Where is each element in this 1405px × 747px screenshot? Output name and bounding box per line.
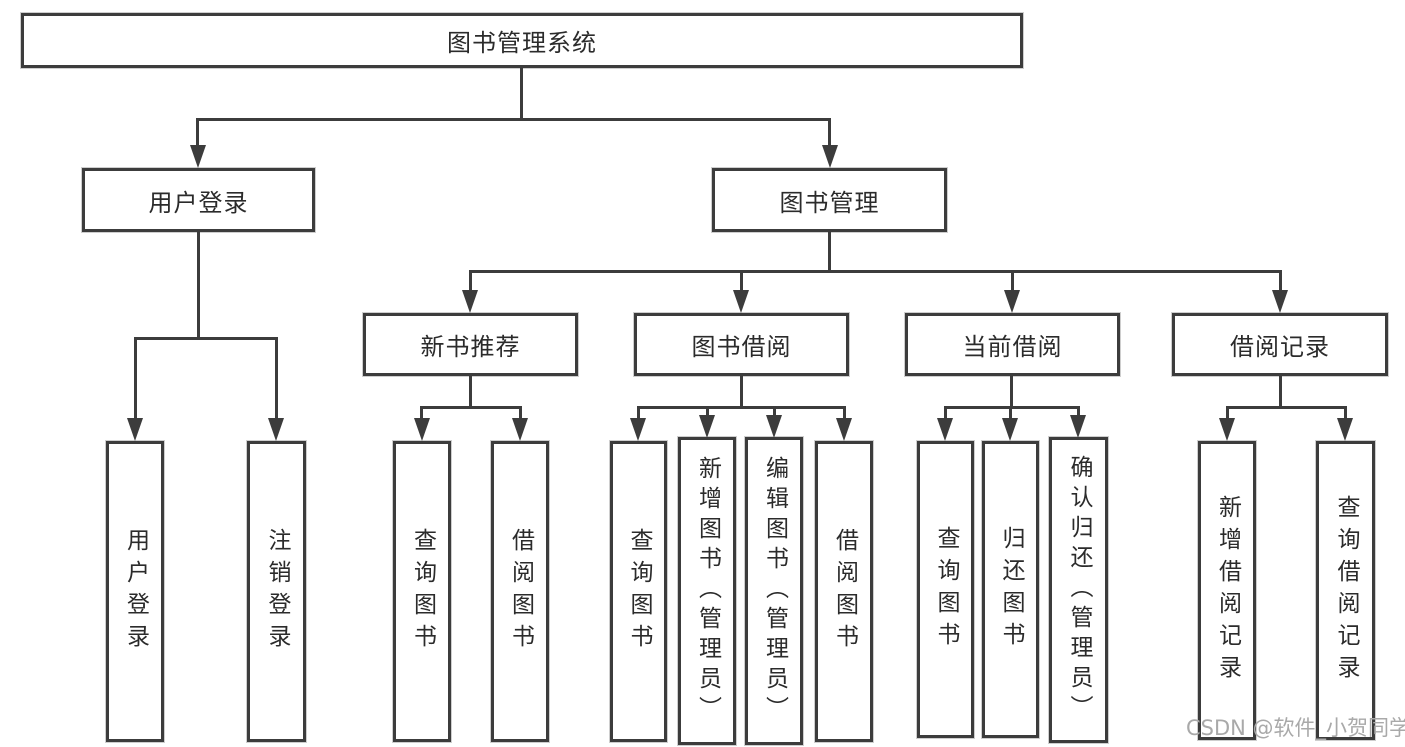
node-borrow-records: 借阅记录	[1172, 313, 1388, 376]
connector-v	[469, 376, 472, 406]
connector-v	[519, 406, 522, 418]
connector-h	[944, 406, 1080, 409]
connector-h	[134, 337, 278, 340]
arrow-down-icon	[733, 290, 749, 313]
arrow-down-icon	[699, 415, 715, 438]
arrow-down-icon	[937, 418, 953, 441]
connector-h	[1226, 406, 1347, 409]
connector-v	[1279, 376, 1282, 406]
connector-h	[196, 118, 831, 121]
node-label: 归还图书	[998, 525, 1024, 654]
connector-v	[637, 406, 640, 418]
node-label: 查询图书	[626, 527, 652, 656]
node-label: 新书推荐	[420, 333, 521, 361]
connector-h	[420, 406, 522, 409]
csdn-watermark: CSDN @软件_小贺同学	[1186, 716, 1405, 740]
node-label: 新增图书（管理员）	[694, 456, 721, 726]
arrow-down-icon	[822, 145, 838, 168]
node-label: 新增借阅记录	[1214, 494, 1241, 687]
connector-v	[469, 270, 472, 291]
arrow-down-icon	[462, 290, 478, 313]
arrow-down-icon	[1337, 418, 1353, 441]
node-user-login: 用户登录	[82, 168, 315, 232]
node-label: 编辑图书（管理员）	[761, 456, 788, 726]
node-label: 借阅记录	[1230, 333, 1330, 361]
arrow-down-icon	[268, 418, 284, 441]
connector-v	[740, 270, 743, 291]
connector-v	[197, 232, 200, 337]
leaf-query-borrow-record: 查询借阅记录	[1316, 441, 1375, 740]
leaf-return-book: 归还图书	[982, 441, 1039, 738]
connector-v	[706, 406, 709, 418]
leaf-confirm-return-admin: 确认归还（管理员）	[1049, 437, 1108, 743]
connector-v	[1011, 270, 1014, 291]
leaf-edit-book-admin: 编辑图书（管理员）	[745, 437, 803, 745]
arrow-down-icon	[190, 145, 206, 168]
leaf-logout: 注销登录	[247, 441, 306, 742]
node-label: 借阅图书	[831, 527, 858, 656]
arrow-down-icon	[630, 418, 646, 441]
leaf-borrow-book-borrow: 借阅图书	[815, 441, 873, 742]
leaf-user-login: 用户登录	[106, 441, 164, 742]
node-label: 图书借阅	[691, 333, 792, 361]
node-label: 查询图书	[933, 525, 959, 654]
connector-h	[469, 270, 1282, 273]
connector-v	[828, 118, 831, 146]
node-book-borrow: 图书借阅	[634, 313, 849, 376]
connector-v	[1010, 376, 1013, 406]
connector-v	[420, 406, 423, 418]
arrow-down-icon	[836, 418, 852, 441]
arrow-down-icon	[1004, 290, 1020, 313]
node-label: 用户登录	[122, 527, 149, 656]
node-label: 确认归还（管理员）	[1066, 455, 1092, 725]
node-label: 用户登录	[148, 188, 249, 217]
node-label: 注销登录	[264, 527, 290, 656]
connector-v	[520, 68, 523, 118]
connector-v	[1279, 270, 1282, 291]
connector-v	[944, 406, 947, 418]
node-label: 查询图书	[409, 527, 436, 656]
arrow-down-icon	[766, 415, 782, 438]
connector-v	[740, 376, 743, 406]
leaf-add-borrow-record: 新增借阅记录	[1198, 441, 1256, 740]
connector-v	[196, 118, 199, 146]
leaf-borrow-book-recommend: 借阅图书	[491, 441, 549, 742]
node-label: 图书管理系统	[447, 29, 597, 57]
arrow-down-icon	[512, 418, 528, 441]
node-label: 借阅图书	[507, 527, 534, 656]
node-label: 图书管理	[779, 188, 880, 217]
arrow-down-icon	[1070, 415, 1086, 438]
arrow-down-icon	[1219, 418, 1235, 441]
node-library-management-system: 图书管理系统	[21, 13, 1023, 68]
leaf-query-book-current: 查询图书	[917, 441, 974, 738]
arrow-down-icon	[1002, 418, 1018, 441]
arrow-down-icon	[1272, 290, 1288, 313]
connector-v	[828, 232, 831, 270]
connector-h	[637, 406, 846, 409]
connector-v	[1077, 406, 1080, 418]
connector-v	[1226, 406, 1229, 418]
connector-v	[773, 406, 776, 418]
connector-v	[1344, 406, 1347, 418]
connector-v	[134, 337, 137, 418]
node-new-book-recommend: 新书推荐	[363, 313, 578, 376]
node-label: 查询借阅记录	[1333, 494, 1359, 687]
node-current-borrow: 当前借阅	[905, 313, 1120, 376]
leaf-query-book-borrow: 查询图书	[610, 441, 667, 742]
connector-v	[1009, 406, 1012, 418]
node-label: 当前借阅	[962, 333, 1063, 361]
leaf-add-book-admin: 新增图书（管理员）	[678, 437, 736, 745]
connector-v	[843, 406, 846, 418]
leaf-query-book-recommend: 查询图书	[393, 441, 451, 742]
arrow-down-icon	[414, 418, 430, 441]
arrow-down-icon	[127, 418, 143, 441]
node-book-management: 图书管理	[712, 168, 947, 232]
connector-v	[275, 337, 278, 418]
